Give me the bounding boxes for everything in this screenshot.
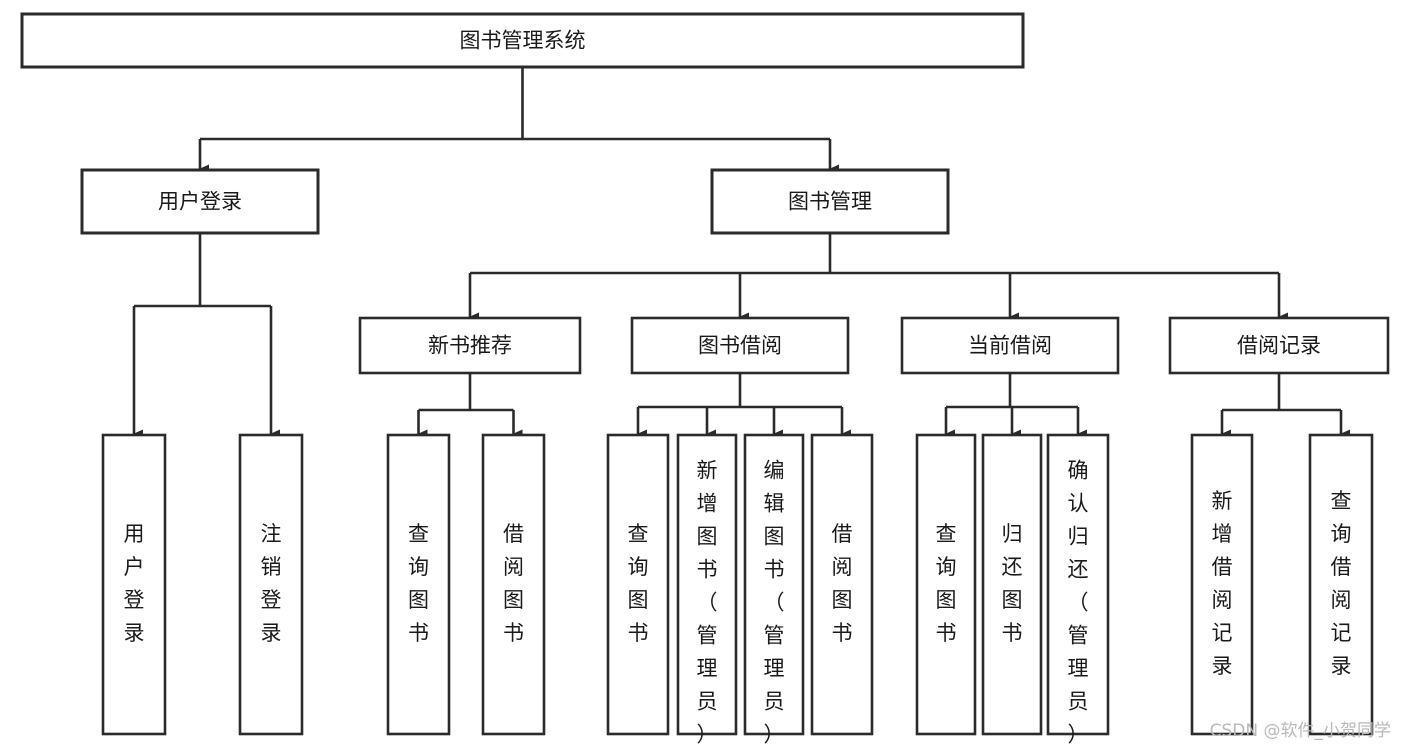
node-leaf-query-book-2[interactable]: 查询图书 — [606, 433, 670, 736]
node-leaf-query-record[interactable]: 查询借阅记录 — [1308, 433, 1374, 736]
node-box — [1046, 433, 1110, 736]
node-current[interactable]: 当前借阅 — [900, 316, 1120, 375]
node-label: 查询借阅记录 — [1331, 489, 1352, 678]
node-label: 查询图书 — [936, 522, 957, 645]
node-leaf-borrow-book-2[interactable]: 借阅图书 — [810, 433, 874, 736]
node-box — [386, 433, 451, 736]
node-label: 借阅图书 — [832, 522, 853, 645]
node-label: 确认归还（管理员） — [1068, 459, 1089, 747]
node-box — [981, 433, 1043, 736]
node-box — [481, 433, 546, 736]
node-leaf-logout[interactable]: 注销登录 — [238, 433, 304, 736]
node-box — [1190, 433, 1254, 736]
node-label: 归还图书 — [1002, 522, 1023, 645]
node-box — [238, 433, 304, 736]
node-label: 新书推荐 — [428, 334, 512, 358]
node-box — [915, 433, 977, 736]
node-label: 借阅图书 — [503, 522, 524, 645]
node-box — [20, 12, 1025, 69]
node-borrow[interactable]: 图书借阅 — [630, 316, 850, 375]
node-label: 查询图书 — [628, 522, 649, 645]
node-label: 借阅记录 — [1237, 334, 1321, 358]
node-leaf-query-book-1[interactable]: 查询图书 — [386, 433, 451, 736]
node-box — [101, 433, 167, 736]
node-leaf-confirm-return[interactable]: 确认归还（管理员） — [1046, 433, 1110, 747]
node-box — [1168, 316, 1390, 375]
node-label: 查询图书 — [408, 522, 429, 645]
node-leaf-borrow-book-1[interactable]: 借阅图书 — [481, 433, 546, 736]
node-leaf-return-book[interactable]: 归还图书 — [981, 433, 1043, 736]
node-label: 新增借阅记录 — [1212, 489, 1233, 678]
node-label: 编辑图书（管理员） — [764, 459, 785, 747]
node-bookmgmt[interactable]: 图书管理 — [710, 168, 950, 235]
node-box — [1308, 433, 1374, 736]
edge-layer — [132, 67, 1350, 439]
node-label: 当前借阅 — [968, 334, 1052, 358]
node-leaf-add-book[interactable]: 新增图书（管理员） — [676, 433, 738, 747]
node-label: 图书管理系统 — [460, 29, 586, 53]
node-label: 图书借阅 — [698, 334, 782, 358]
node-login[interactable]: 用户登录 — [80, 168, 320, 235]
node-label: 用户登录 — [158, 190, 242, 214]
node-leaf-add-record[interactable]: 新增借阅记录 — [1190, 433, 1254, 736]
node-box — [80, 168, 320, 235]
node-box — [900, 316, 1120, 375]
node-label: 用户登录 — [124, 522, 145, 645]
node-root[interactable]: 图书管理系统 — [20, 12, 1025, 69]
node-box — [676, 433, 738, 736]
node-box — [630, 316, 850, 375]
csdn-watermark: CSDN @软件_小贺同学 — [1209, 721, 1391, 741]
node-box — [358, 316, 582, 375]
node-layer: 图书管理系统用户登录图书管理新书推荐图书借阅当前借阅借阅记录用户登录注销登录查询… — [20, 12, 1390, 747]
node-box — [743, 433, 805, 736]
node-label: 新增图书（管理员） — [697, 459, 718, 747]
node-label: 注销登录 — [261, 522, 282, 645]
node-record[interactable]: 借阅记录 — [1168, 316, 1390, 375]
node-leaf-user-login[interactable]: 用户登录 — [101, 433, 167, 736]
node-box — [710, 168, 950, 235]
node-box — [810, 433, 874, 736]
node-box — [606, 433, 670, 736]
node-leaf-edit-book[interactable]: 编辑图书（管理员） — [743, 433, 805, 747]
node-newbook[interactable]: 新书推荐 — [358, 316, 582, 375]
node-leaf-query-book-3[interactable]: 查询图书 — [915, 433, 977, 736]
node-label: 图书管理 — [788, 190, 872, 214]
